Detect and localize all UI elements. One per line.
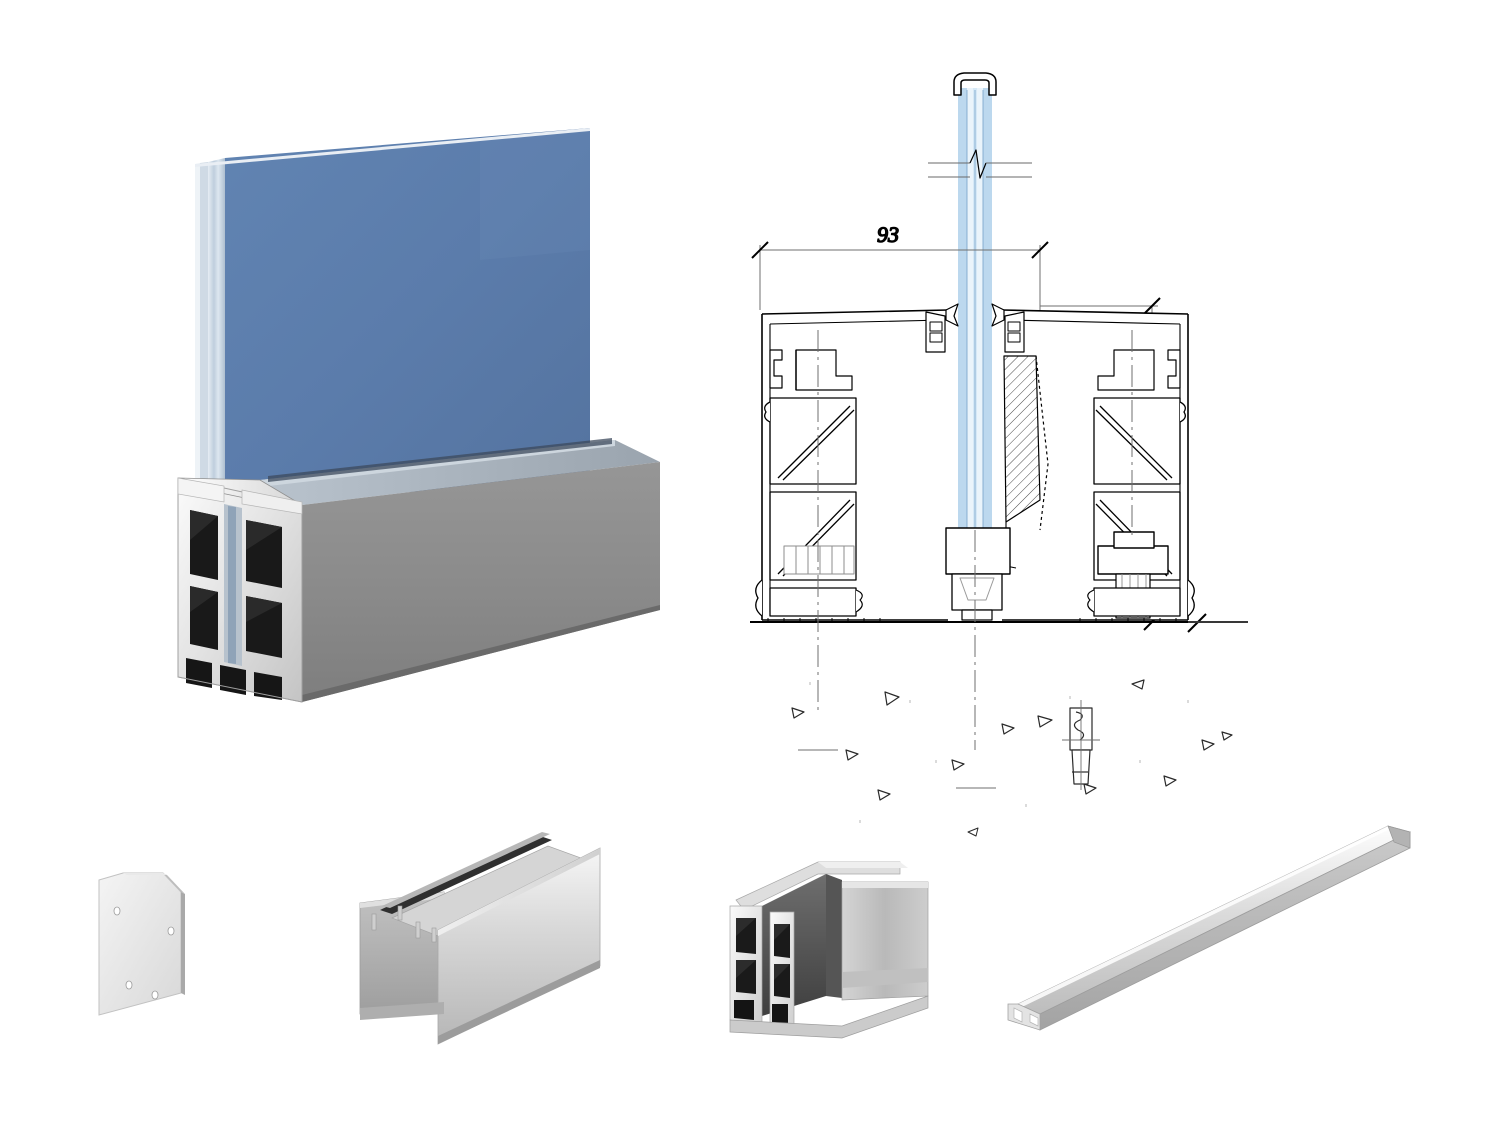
base-shoe-fascia (260, 438, 660, 702)
end-cap-geometry (98, 872, 185, 1016)
floor-line (750, 618, 1248, 623)
fascia-cover-geometry (359, 832, 601, 1045)
component-end-cap-plate (85, 845, 285, 1055)
centre-lines (817, 330, 1133, 750)
concrete-substrate (791, 679, 1233, 837)
cap-rail-geometry (1007, 825, 1412, 1031)
gasket-clamp-right (991, 303, 1025, 353)
bottom-chambers (755, 579, 1195, 617)
fixing-holes (113, 906, 175, 1000)
glass-break-symbol (928, 149, 1032, 179)
component-base-shoe-extrusion (722, 848, 952, 1048)
component-fascia-cover-profile (352, 818, 652, 1058)
base-shoe-geometry (729, 861, 929, 1039)
profile-upper-chamber-right (1097, 349, 1181, 391)
fixing-bolt-left (783, 545, 855, 575)
shoe-top-lip (177, 477, 303, 515)
gasket-clamp-left (925, 303, 959, 353)
glass-laminate-lines (966, 90, 984, 608)
glass-setting-block (945, 527, 1011, 621)
dimension-width-93 (751, 241, 1049, 310)
glass-panel (195, 128, 590, 511)
isometric-render-view (150, 110, 670, 750)
component-cap-rail-profile (1000, 808, 1420, 1048)
section-drawing-view: 93 109 (740, 60, 1260, 837)
expansion-anchor (1062, 700, 1100, 790)
dimension-label-width: 93 (877, 222, 899, 247)
profile-upper-chamber-left (769, 349, 853, 391)
base-shoe-section-end (177, 477, 303, 703)
cap-rail-section (953, 72, 997, 96)
